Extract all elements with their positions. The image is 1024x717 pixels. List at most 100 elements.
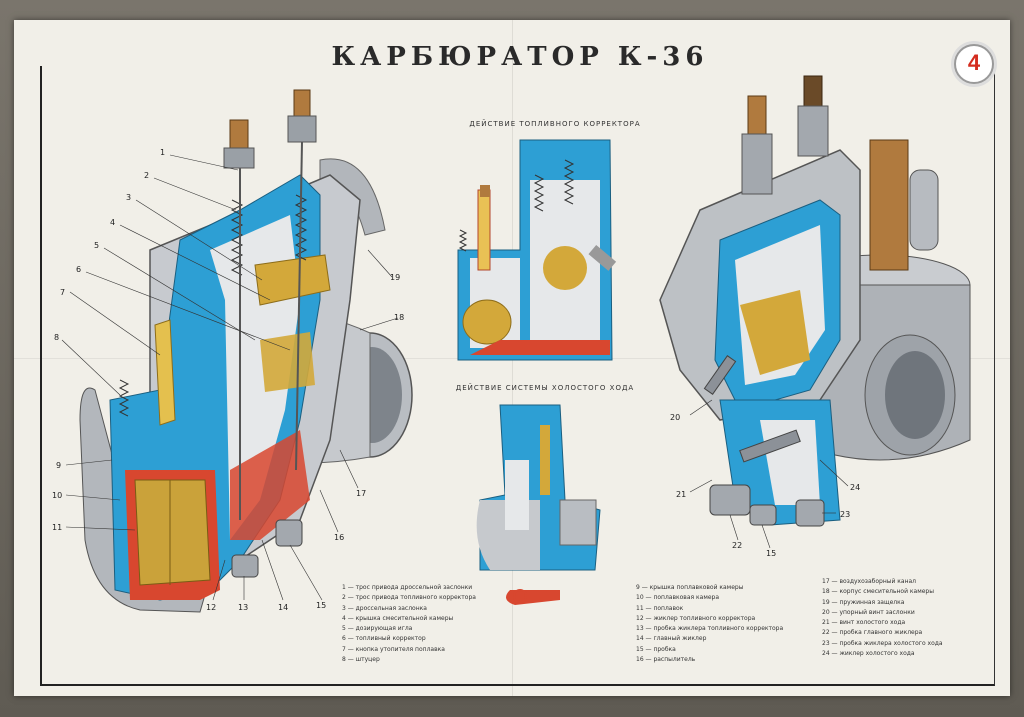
callout-numbers-right: 20 21 22 15 23 24 bbox=[670, 413, 860, 558]
legend-item: 5 — дозирующая игла bbox=[342, 625, 413, 633]
callout-13: 13 bbox=[238, 603, 248, 612]
right-plug-15 bbox=[749, 504, 777, 526]
subtitle-idle-system: ДЕЙСТВИЕ СИСТЕМЫ ХОЛОСТОГО ХОДА bbox=[455, 384, 635, 392]
callout-numbers-left: 1 2 3 4 5 6 7 8 9 10 11 12 13 14 15 16 1… bbox=[52, 148, 404, 612]
throttle-cable bbox=[229, 119, 249, 151]
poster-title: КАРБЮРАТОР К-36 bbox=[331, 42, 709, 72]
legend-item: 17 — воздухозаборный канал bbox=[822, 578, 917, 585]
stop-screw bbox=[703, 355, 737, 395]
callout-11: 11 bbox=[52, 523, 62, 532]
callout-22: 22 bbox=[732, 541, 742, 550]
idle-housing bbox=[559, 499, 597, 546]
callout-19: 19 bbox=[390, 273, 400, 282]
corrector-cable-adjuster bbox=[287, 115, 317, 143]
corrector-primer-cap bbox=[480, 185, 490, 197]
legend-item: 2 — трос привода топливного корректора bbox=[342, 594, 476, 602]
legend-item: 8 — штуцер bbox=[342, 656, 380, 664]
legend-column-3: 17 — воздухозаборный канал 18 — корпус с… bbox=[822, 577, 972, 659]
right-throttle-adjuster bbox=[741, 133, 773, 195]
right-corrector-adjuster bbox=[797, 105, 829, 157]
legend-item: 4 — крышка смесительной камеры bbox=[342, 614, 454, 622]
corrector-primer bbox=[477, 189, 491, 271]
callout-10: 10 bbox=[52, 491, 62, 500]
legend-column-2: 9 — крышка поплавковой камеры 10 — попла… bbox=[636, 583, 786, 665]
callout-23: 23 bbox=[840, 510, 850, 519]
idle-fuel-loop bbox=[513, 589, 527, 603]
poster-frame bbox=[40, 66, 995, 686]
fuel-inlet-hose bbox=[869, 139, 909, 271]
legend-item: 16 — распылитель bbox=[636, 656, 696, 664]
legend-item: 1 — трос привода дроссельной заслонки bbox=[342, 584, 473, 591]
legend-item: 12 — жиклер топливного корректора bbox=[636, 614, 756, 622]
fuel-corrector-diagram bbox=[457, 139, 617, 361]
callout-9: 9 bbox=[56, 461, 61, 470]
corrector-throttle bbox=[543, 246, 587, 290]
throttle-valve bbox=[260, 332, 315, 392]
callout-lines-left bbox=[61, 154, 399, 601]
metering-needle bbox=[295, 141, 303, 471]
legend-item: 6 — топливный корректор bbox=[342, 635, 426, 643]
subtitle-fuel-corrector: ДЕЙСТВИЕ ТОПЛИВНОГО КОРРЕКТОРА bbox=[469, 120, 641, 128]
tower-throttle bbox=[740, 290, 810, 375]
idle-cavity bbox=[505, 460, 529, 530]
legend-item: 19 — пружинная защелка bbox=[822, 598, 905, 606]
callout-1: 1 bbox=[160, 148, 165, 157]
legend-item: 23 — пробка жиклера холостого хода bbox=[822, 639, 943, 647]
legend-item: 10 — поплавковая камера bbox=[636, 594, 720, 602]
float bbox=[134, 479, 211, 586]
legend-item: 7 — кнопка утопителя поплавка bbox=[342, 645, 445, 653]
legend-item: 18 — корпус смесительной камеры bbox=[822, 588, 934, 596]
legend-item: 11 — поплавок bbox=[636, 604, 684, 612]
corrector-screw bbox=[588, 244, 617, 271]
legend-item: 24 — жиклер холостого хода bbox=[822, 650, 915, 658]
callout-5: 5 bbox=[94, 241, 99, 250]
callout-15: 15 bbox=[316, 601, 326, 610]
idle-jet-plug bbox=[795, 499, 825, 527]
callout-lines-right bbox=[689, 399, 849, 549]
callout-24: 24 bbox=[850, 483, 860, 492]
callout-18: 18 bbox=[394, 313, 404, 322]
idle-brass-slide bbox=[540, 425, 550, 495]
legend-item: 13 — пробка жиклера топливного корректор… bbox=[636, 625, 784, 633]
right-corrector-cable bbox=[803, 75, 823, 109]
callout-6: 6 bbox=[76, 265, 81, 274]
right-intake-bore bbox=[885, 351, 945, 439]
main-jet-plug bbox=[709, 484, 751, 516]
legend-item: 14 — главный жиклер bbox=[636, 635, 707, 643]
corrector-float bbox=[462, 299, 512, 345]
legend-item: 3 — дроссельная заслонка bbox=[342, 604, 427, 612]
sheet-number-badge: 4 bbox=[954, 44, 994, 84]
sheet-number: 4 bbox=[967, 50, 981, 75]
left-carburetor-cutaway: 1 2 3 4 5 6 7 8 9 10 11 12 13 14 15 16 1… bbox=[52, 89, 413, 613]
legend-item: 15 — пробка bbox=[636, 645, 676, 653]
legend-item: 9 — крышка поплавковой камеры bbox=[636, 584, 744, 591]
throttle-cable-adjuster bbox=[223, 147, 255, 169]
callout-12: 12 bbox=[206, 603, 216, 612]
callout-7: 7 bbox=[60, 288, 65, 297]
callout-17: 17 bbox=[356, 489, 366, 498]
right-throttle-cable bbox=[747, 95, 767, 137]
idle-screw bbox=[739, 429, 801, 463]
fuel-channel bbox=[230, 430, 310, 540]
corrector-cable bbox=[293, 89, 311, 119]
callout-21: 21 bbox=[676, 490, 686, 499]
callout-4: 4 bbox=[110, 218, 115, 227]
legend-item: 22 — пробка главного жиклера bbox=[822, 629, 923, 637]
legend-item: 21 — винт холостого хода bbox=[822, 619, 906, 627]
callout-2: 2 bbox=[144, 171, 149, 180]
vent-fitting bbox=[909, 169, 939, 251]
plug-15 bbox=[275, 519, 303, 547]
callout-16: 16 bbox=[334, 533, 344, 542]
corrector-springs bbox=[458, 159, 575, 252]
callout-3: 3 bbox=[126, 193, 131, 202]
float-primer-button bbox=[154, 319, 176, 426]
right-carburetor-exterior: 20 21 22 15 23 24 bbox=[659, 75, 971, 558]
corrector-fuel-flow bbox=[470, 340, 610, 355]
plug-13 bbox=[231, 554, 259, 578]
callout-14: 14 bbox=[278, 603, 288, 612]
idle-system-diagram bbox=[476, 404, 601, 605]
callout-15-right: 15 bbox=[766, 549, 776, 558]
callout-8: 8 bbox=[54, 333, 59, 342]
